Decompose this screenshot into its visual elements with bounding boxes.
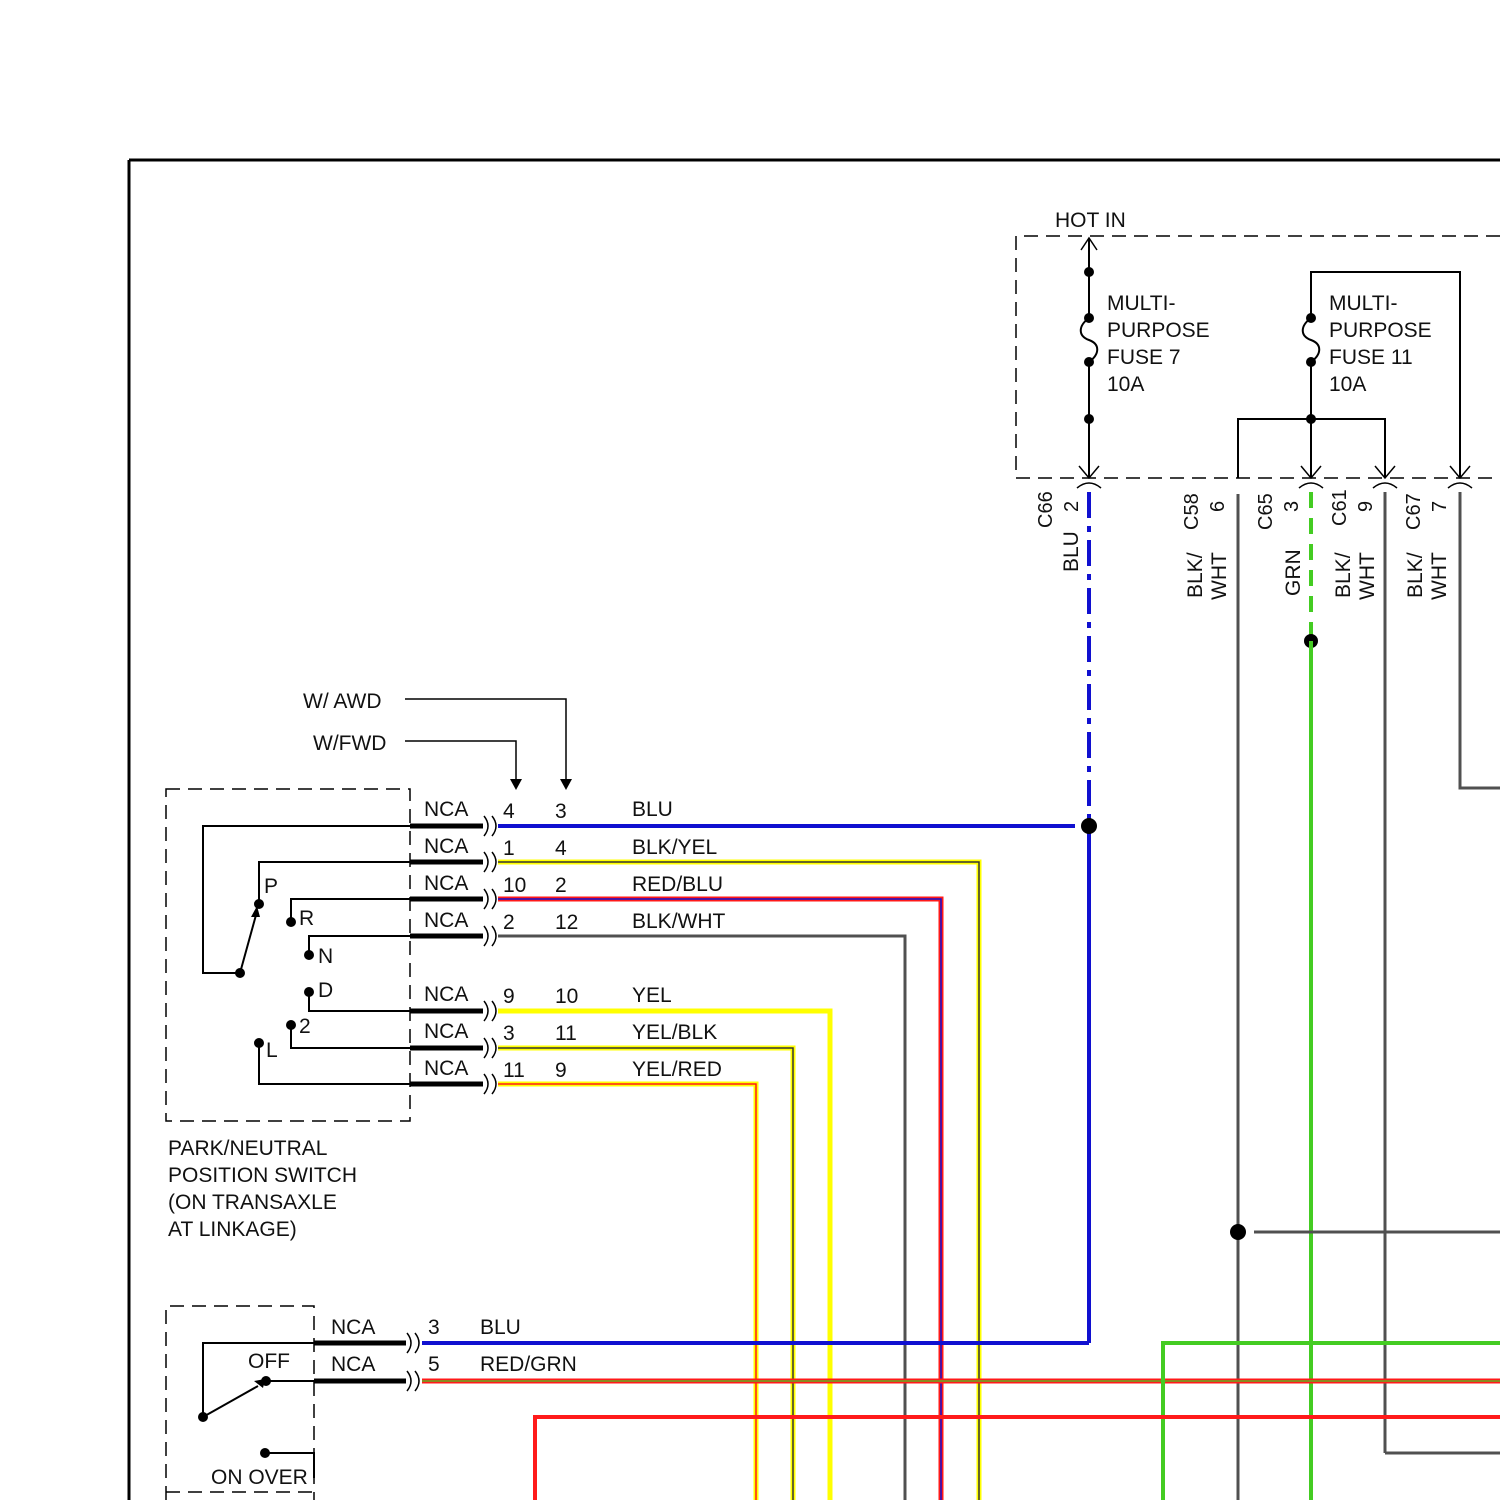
- c58-pin: 6: [1207, 501, 1229, 512]
- od-row1-nca: NCA: [331, 1316, 375, 1339]
- c61-wire-2: WHT: [1356, 552, 1379, 600]
- row3-nca: NCA: [424, 872, 468, 895]
- row7-nca: NCA: [424, 1057, 468, 1080]
- pos-d: D: [318, 979, 333, 1002]
- fuse11-line1: MULTI-: [1329, 292, 1397, 315]
- fuse11-line4: 10A: [1329, 373, 1366, 396]
- c66-id: C66: [1035, 491, 1057, 528]
- c67-wire-1: BLK/: [1404, 552, 1427, 598]
- row1-fwd-pin: 4: [503, 800, 515, 823]
- c61-id: C61: [1329, 489, 1351, 526]
- fuse7-line3: FUSE 7: [1107, 346, 1181, 369]
- c65-id: C65: [1255, 493, 1277, 530]
- fuse-box: HOT IN MULTI- PURPOSE FUSE 7 10A: [1016, 209, 1500, 488]
- row6-nca: NCA: [424, 1020, 468, 1043]
- row5-wire: YEL: [632, 984, 672, 1007]
- od-row1-pin: 3: [428, 1316, 440, 1339]
- od-row1-wire: BLU: [480, 1316, 521, 1339]
- park-neutral-switch: P R N D 2 L PARK/NEUTRAL POSITION SWITCH…: [166, 789, 410, 1241]
- od-row2-nca: NCA: [331, 1353, 375, 1376]
- row1-nca: NCA: [424, 798, 468, 821]
- row4-wire: BLK/WHT: [632, 910, 726, 933]
- row2-nca: NCA: [424, 835, 468, 858]
- c58-wire-2: WHT: [1208, 552, 1231, 600]
- c65-wire: GRN: [1282, 549, 1305, 596]
- row1-wire: BLU: [632, 798, 673, 821]
- pn-caption-1: PARK/NEUTRAL: [168, 1137, 327, 1160]
- c67-wire-2: WHT: [1428, 552, 1451, 600]
- c58-wire-1: BLK/: [1184, 552, 1207, 598]
- pos-r: R: [299, 907, 314, 930]
- row4-fwd-pin: 2: [503, 911, 515, 934]
- pos-l: L: [266, 1039, 278, 1062]
- c65-pin: 3: [1281, 501, 1303, 512]
- pos-2: 2: [299, 1015, 311, 1038]
- awd-label: W/ AWD: [303, 690, 382, 713]
- fwd-label: W/FWD: [313, 732, 386, 755]
- row2-awd-pin: 4: [555, 837, 567, 860]
- pn-caption-4: AT LINKAGE): [168, 1218, 297, 1241]
- fuse11-line3: FUSE 11: [1329, 346, 1413, 369]
- c58-id: C58: [1181, 493, 1203, 530]
- row7-awd-pin: 9: [555, 1059, 567, 1082]
- pos-n: N: [318, 945, 333, 968]
- fuse-11: MULTI- PURPOSE FUSE 11 10A: [1238, 272, 1470, 478]
- row7-fwd-pin: 11: [503, 1059, 525, 1082]
- row5-fwd-pin: 9: [503, 985, 515, 1008]
- pn-row-labels: NCA 4 3 BLU NCA 1 4 BLK/YEL NCA 10 2 RED…: [424, 798, 726, 1082]
- row5-awd-pin: 10: [555, 985, 578, 1008]
- pos-p: P: [264, 875, 278, 898]
- pn-caption-2: POSITION SWITCH: [168, 1164, 357, 1187]
- row4-awd-pin: 12: [555, 911, 578, 934]
- c67-id: C67: [1403, 493, 1425, 530]
- c66-wire: BLU: [1060, 531, 1083, 572]
- vertical-wires: [1081, 492, 1500, 1500]
- diagram-frame: [129, 160, 1500, 1500]
- variant-indicators: W/ AWD W/FWD: [303, 690, 572, 790]
- od-on-over-label: ON OVER: [211, 1466, 308, 1489]
- c61-pin: 9: [1355, 501, 1377, 512]
- lower-wires: [535, 1343, 1500, 1500]
- c67-pin: 7: [1429, 501, 1451, 512]
- row5-nca: NCA: [424, 983, 468, 1006]
- fuse-7: MULTI- PURPOSE FUSE 7 10A: [1079, 238, 1210, 478]
- row3-awd-pin: 2: [555, 874, 567, 897]
- pn-caption-3: (ON TRANSAXLE: [168, 1191, 337, 1214]
- row2-fwd-pin: 1: [503, 837, 515, 860]
- od-off-label: OFF: [248, 1350, 290, 1373]
- row6-wire: YEL/BLK: [632, 1021, 717, 1044]
- fuse11-line2: PURPOSE: [1329, 319, 1432, 342]
- row1-awd-pin: 3: [555, 800, 567, 823]
- row4-nca: NCA: [424, 909, 468, 932]
- top-connector-symbols: [1077, 483, 1472, 488]
- fuse7-line4: 10A: [1107, 373, 1144, 396]
- hot-in-label: HOT IN: [1055, 209, 1126, 232]
- row3-fwd-pin: 10: [503, 874, 526, 897]
- c66-pin: 2: [1061, 501, 1083, 512]
- fuse7-line1: MULTI-: [1107, 292, 1175, 315]
- row2-wire: BLK/YEL: [632, 836, 717, 859]
- c61-wire-1: BLK/: [1332, 552, 1355, 598]
- row6-awd-pin: 11: [555, 1022, 577, 1045]
- top-connector-labels: C66 2 BLU C58 6 BLK/ WHT C65 3 GRN C61 9…: [1035, 489, 1451, 600]
- od-row2-wire: RED/GRN: [480, 1353, 577, 1376]
- row3-wire: RED/BLU: [632, 873, 723, 896]
- fuse7-line2: PURPOSE: [1107, 319, 1210, 342]
- row6-fwd-pin: 3: [503, 1022, 515, 1045]
- row7-wire: YEL/RED: [632, 1058, 722, 1081]
- od-switch: OFF ON OVER NCA 3 BLU NCA 5 RED/GRN: [166, 1306, 1500, 1500]
- od-row2-pin: 5: [428, 1353, 440, 1376]
